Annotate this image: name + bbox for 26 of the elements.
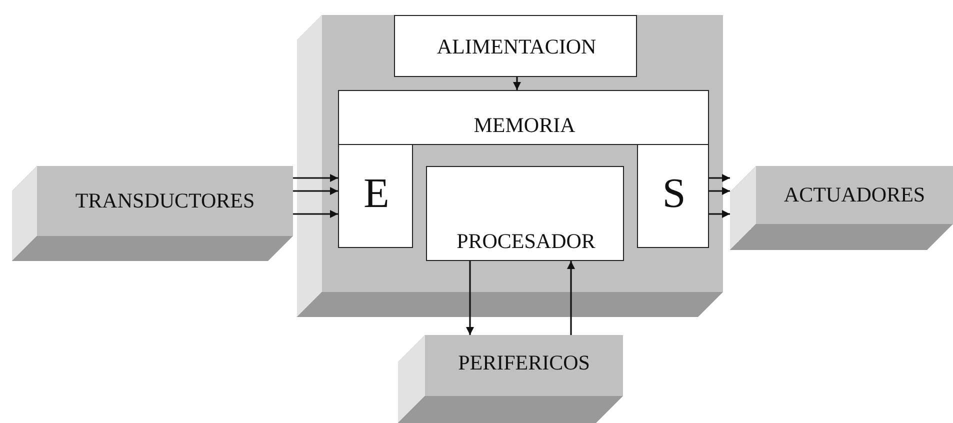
process-box (394, 15, 637, 77)
box-label: PERIFERICOS (458, 352, 590, 373)
box-label: ACTUADORES (784, 184, 926, 206)
arrow (293, 210, 338, 218)
box-label: E (364, 173, 390, 215)
box-label: TRANSDUCTORES (75, 190, 255, 212)
unit-block (297, 15, 723, 317)
process-box (338, 90, 709, 145)
arrow (709, 174, 730, 182)
arrow (709, 187, 730, 195)
block-box (398, 335, 623, 423)
box-label: S (662, 173, 686, 215)
arrow (709, 210, 730, 218)
box-label: ALIMENTACION (436, 36, 596, 58)
arrow (293, 174, 338, 182)
block-box (730, 166, 953, 250)
process-box (637, 144, 709, 248)
process-box (426, 166, 624, 261)
box-label: PROCESADOR (456, 231, 596, 252)
arrow (293, 187, 338, 195)
arrow (513, 77, 521, 90)
box-label: MEMORIA (474, 115, 576, 136)
process-box (338, 144, 413, 248)
arrow (567, 261, 575, 335)
arrow (466, 261, 474, 335)
block-box (12, 166, 293, 261)
